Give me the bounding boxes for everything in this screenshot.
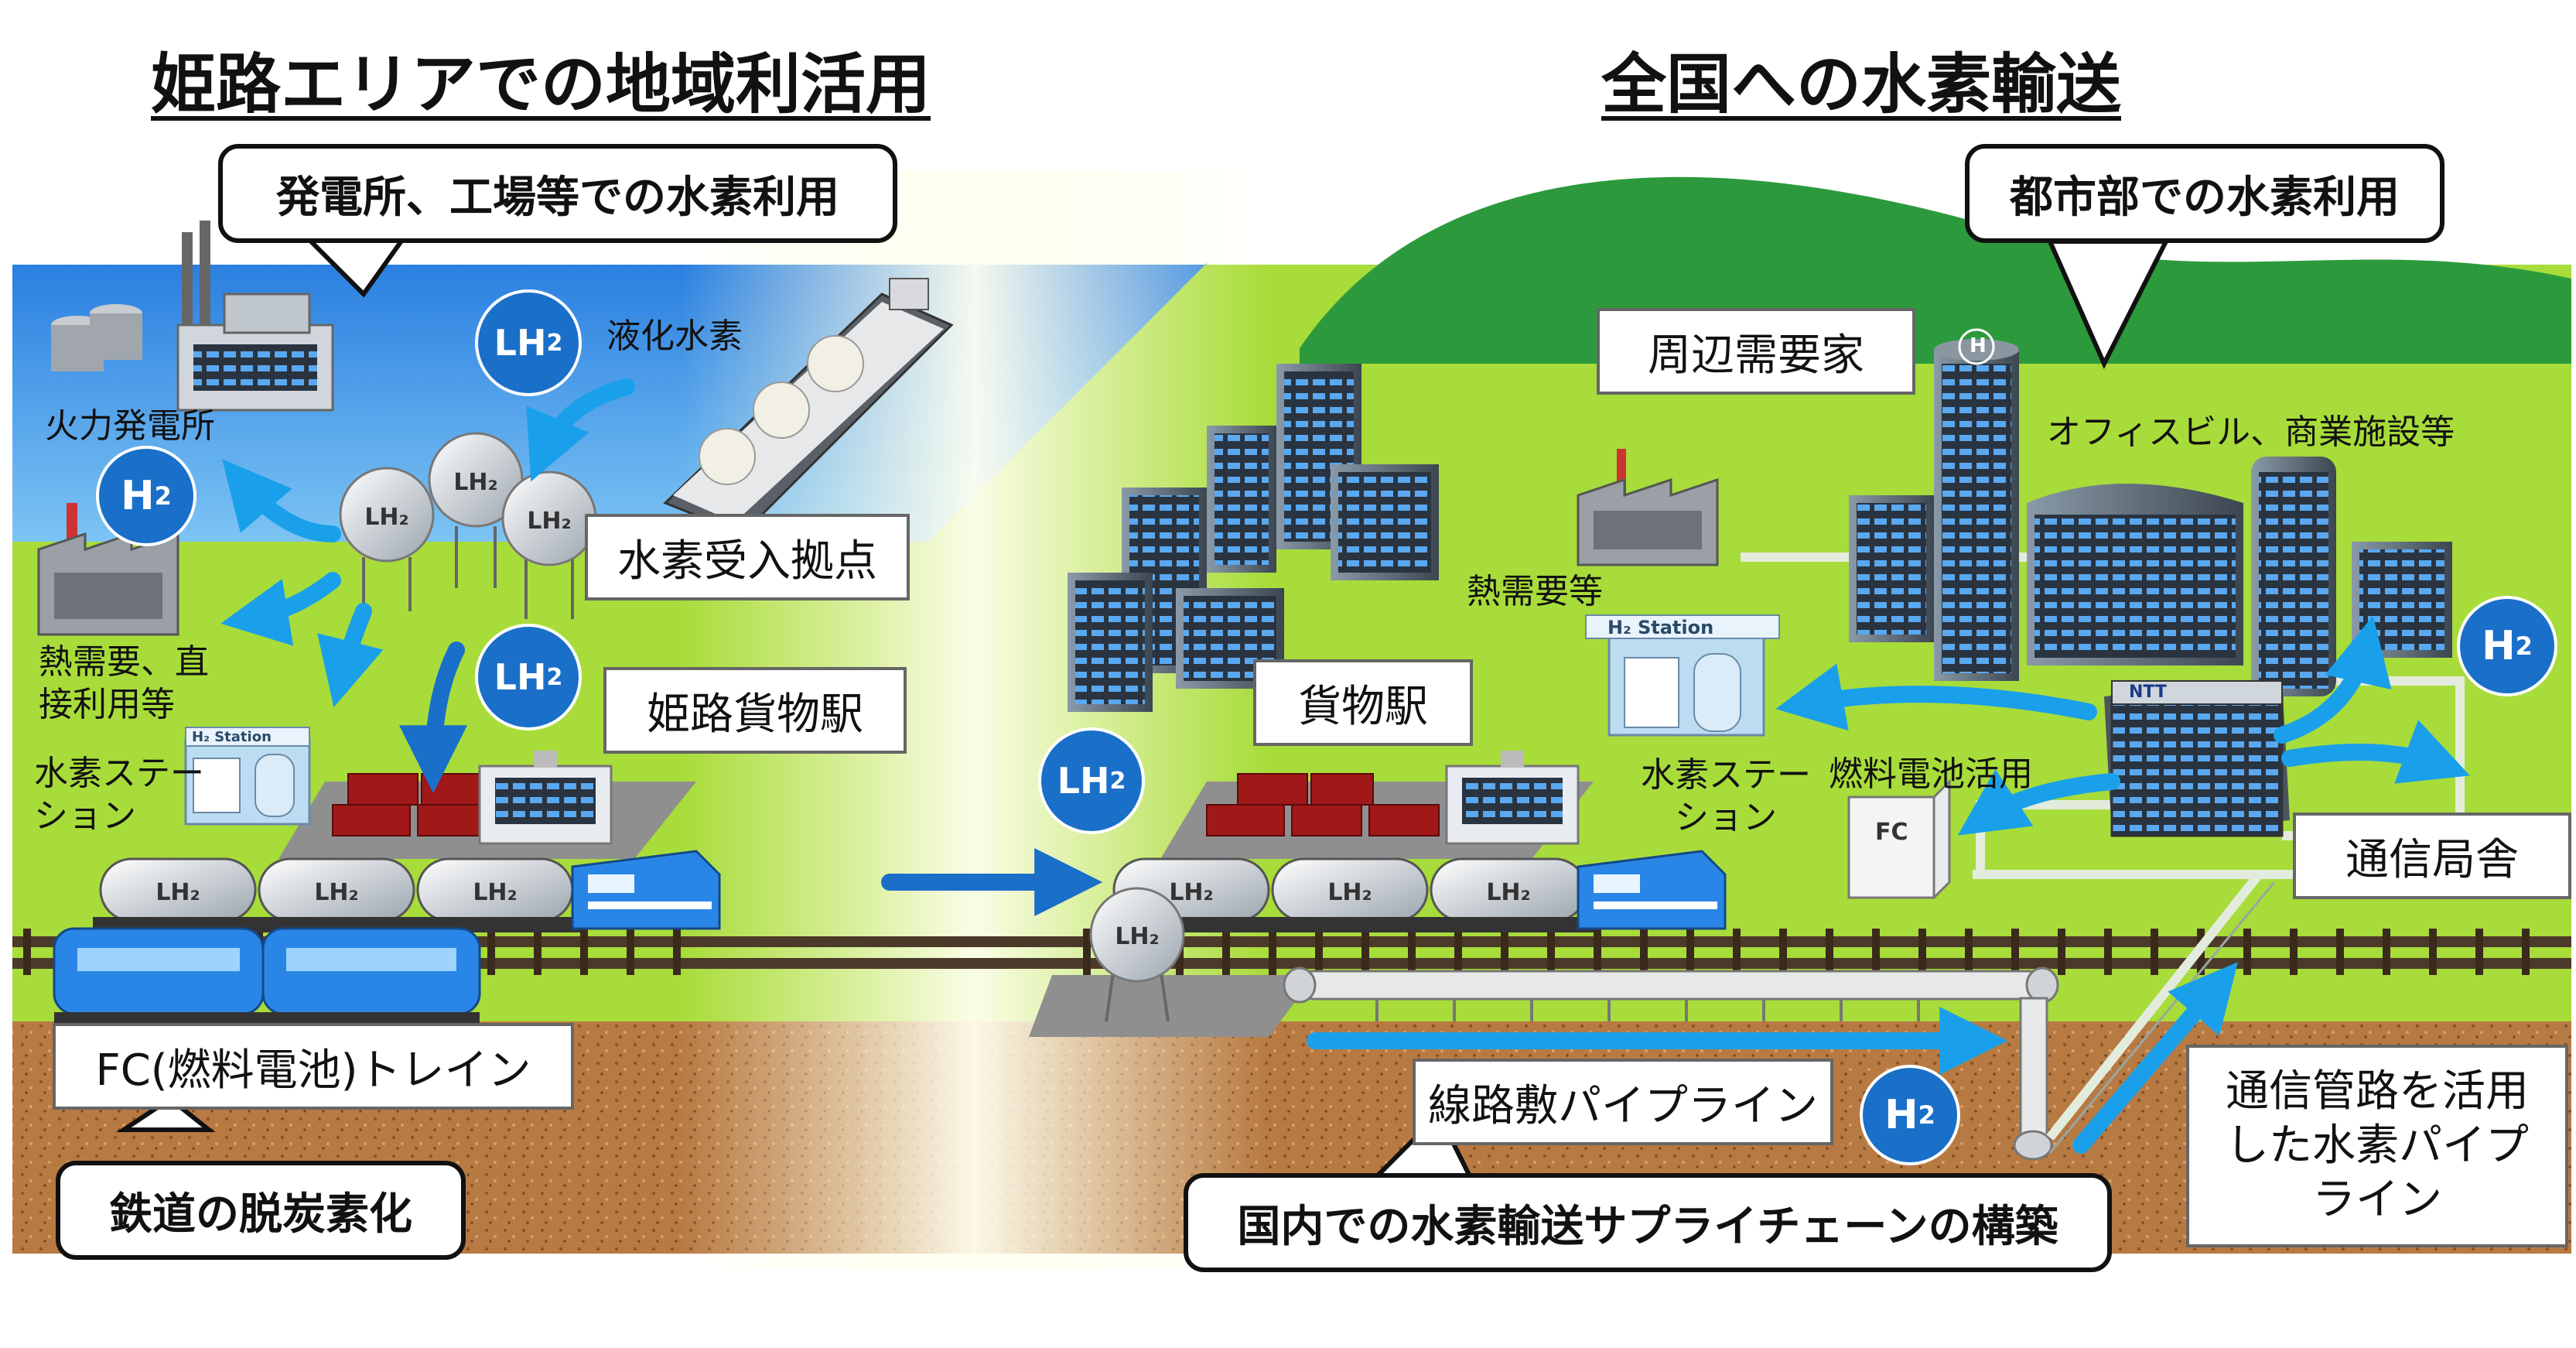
arrow-to-h2station-right: [1775, 663, 2097, 731]
title-right: 全国への水素輸送: [1601, 46, 2122, 122]
sign-heliport: H: [1970, 334, 1987, 358]
callout-supply-chain: 国内での水素輸送サプライチェーンの構築: [1184, 1173, 2112, 1272]
svg-text:LH₂: LH₂: [453, 469, 497, 496]
label-heat-demand: 熱需要等: [1467, 572, 1603, 611]
badge-text: LH: [494, 656, 547, 698]
callout-railway: 鉄道の脱炭素化: [56, 1161, 466, 1260]
fc-train: [53, 927, 481, 1025]
arrow-to-thermal: [222, 459, 341, 542]
label-heat-direct: 熱需要、直接利用等: [39, 642, 209, 724]
office-buildings: [1849, 328, 2452, 696]
factory-illustration: [37, 503, 179, 636]
box-telecom-building: 通信局舎: [2293, 813, 2571, 899]
badge-text: H: [2482, 623, 2516, 669]
svg-text:LH₂: LH₂: [473, 879, 517, 906]
box-receiving-base: 水素受入拠点: [585, 514, 910, 600]
arrow-to-freight: [399, 641, 468, 794]
badge-sub: 2: [154, 481, 172, 511]
svg-text:LH₂: LH₂: [1169, 879, 1213, 906]
arrow-to-fc: [1957, 769, 2120, 836]
label-office: オフィスビル、商業施設等: [2047, 412, 2455, 452]
badge-sub: 2: [2515, 631, 2533, 661]
badge-text: H: [1884, 1092, 1918, 1138]
svg-text:LH₂: LH₂: [1327, 879, 1372, 906]
arrow-right-out: [2281, 720, 2470, 784]
badge-sub: 2: [546, 329, 563, 357]
lh2-tank-cars-left: LH₂ LH₂ LH₂: [93, 857, 580, 932]
track-pipeline: [1283, 967, 2059, 1161]
badge-sub: 2: [546, 663, 563, 691]
h2-station-right-illustration: [1585, 614, 1780, 737]
arrow-up-conduit: [2072, 962, 2238, 1154]
box-fc-train: FC(燃料電池)トレイン: [53, 1023, 574, 1110]
sign-fc: FC: [1875, 819, 1908, 846]
box-nearby-users: 周辺需要家: [1597, 308, 1915, 395]
callout-urban: 都市部での水素利用: [1965, 144, 2444, 243]
thermal-power-plant-illustration: [51, 221, 334, 412]
lh2-sphere-lower: LH₂: [1089, 887, 1185, 1022]
badge-text: LH: [1057, 760, 1110, 802]
box-freight-station: 貨物駅: [1253, 659, 1473, 746]
label-thermal-plant: 火力発電所: [45, 406, 215, 446]
ntt-telecom-building: [2104, 680, 2290, 837]
arrow-to-heat: [220, 572, 341, 646]
arrow-ship-to-base: [526, 378, 635, 482]
containers-right: [1206, 773, 1440, 837]
city-buildings-left-cluster: [1068, 364, 1439, 712]
label-h2-station-left: 水素ステーション: [34, 754, 204, 836]
title-left: 姫路エリアでの地域利活用: [151, 46, 931, 122]
lh2-storage-spheres: LH₂ LH₂ LH₂: [339, 432, 597, 619]
label-h2-station-right: 水素ステーション: [1641, 755, 1811, 837]
containers-left: [332, 773, 488, 837]
svg-text:LH₂: LH₂: [314, 879, 358, 906]
svg-text:LH₂: LH₂: [1115, 923, 1159, 950]
lh2-tanker-ship: [663, 278, 954, 535]
callout-power-plant: 発電所、工場等での水素利用: [218, 144, 897, 243]
locomotive-left: [571, 850, 721, 930]
factory-right-illustration: [1577, 449, 1719, 566]
badge-sub: 2: [1109, 767, 1126, 795]
sign-ntt: NTT: [2129, 683, 2167, 702]
lh2-tank-cars-right: LH₂ LH₂ LH₂: [1106, 857, 1594, 932]
badge-sub: 2: [1918, 1100, 1935, 1130]
box-track-pipeline: 線路敷パイプライン: [1413, 1059, 1833, 1145]
badge-text: LH: [494, 322, 547, 364]
box-telecom-pipeline: 通信管路を活用した水素パイプライン: [2186, 1045, 2568, 1247]
flow-arrows: [220, 378, 2470, 1154]
locomotive-right: [1577, 850, 1727, 930]
label-liquid-h2: 液化水素: [606, 316, 743, 356]
station-building-right: [1445, 751, 1580, 845]
svg-text:LH₂: LH₂: [527, 508, 571, 535]
railway-track: [12, 929, 2571, 975]
sign-h2-station-left: H₂ Station: [192, 729, 272, 745]
h2-station-left-illustration: [184, 727, 311, 826]
svg-text:LH₂: LH₂: [364, 504, 408, 531]
sign-h2-station-right: H₂ Station: [1607, 617, 1714, 638]
svg-text:LH₂: LH₂: [155, 879, 200, 906]
arrow-to-office: [2274, 615, 2392, 744]
box-himeji-freight: 姫路貨物駅: [603, 667, 907, 754]
svg-text:LH₂: LH₂: [1486, 879, 1530, 906]
badge-text: H: [121, 473, 155, 519]
fuel-cell-unit: [1847, 778, 1951, 899]
station-building-left: [478, 751, 613, 845]
callout-tail-railway: [116, 1096, 216, 1132]
arrow-down-left: [317, 603, 384, 708]
label-fuel-cell-use: 燃料電池活用: [1829, 754, 2033, 794]
lower-platform: [1029, 975, 1315, 1037]
